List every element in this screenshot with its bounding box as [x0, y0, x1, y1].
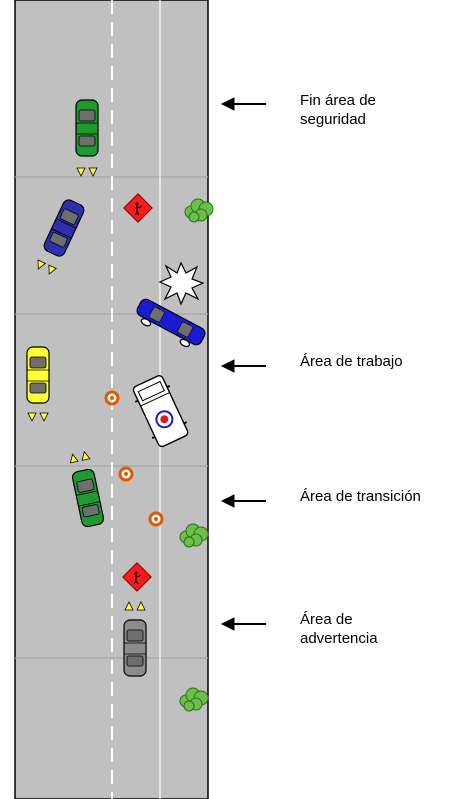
zone-label-line: Área de trabajo	[300, 353, 403, 370]
arrow-left-icon	[220, 359, 266, 373]
arrow-left-icon	[220, 617, 266, 631]
traffic-cone-icon	[148, 511, 164, 527]
arrow-left-icon	[220, 97, 266, 111]
zone-label-security: Fin área de seguridad	[300, 91, 376, 129]
arrow-left-icon	[220, 494, 266, 508]
traffic-cone-icon	[104, 390, 120, 406]
zone-label-line: seguridad	[300, 111, 366, 128]
crash-burst-icon	[158, 261, 205, 306]
traffic-cone-icon	[118, 466, 134, 482]
zone-label-line: Área de	[300, 611, 353, 628]
zone-label-line: Fin área de	[300, 92, 376, 109]
zone-label-line: Área de transición	[300, 488, 421, 505]
ambulance-icon	[132, 375, 189, 448]
zone-label-transition: Área de transición	[300, 487, 421, 506]
zone-label-line: advertencia	[300, 630, 378, 647]
zone-label-warning: Área de advertencia	[300, 610, 378, 648]
zone-label-work: Área de trabajo	[300, 352, 403, 371]
car-icon	[136, 298, 206, 348]
